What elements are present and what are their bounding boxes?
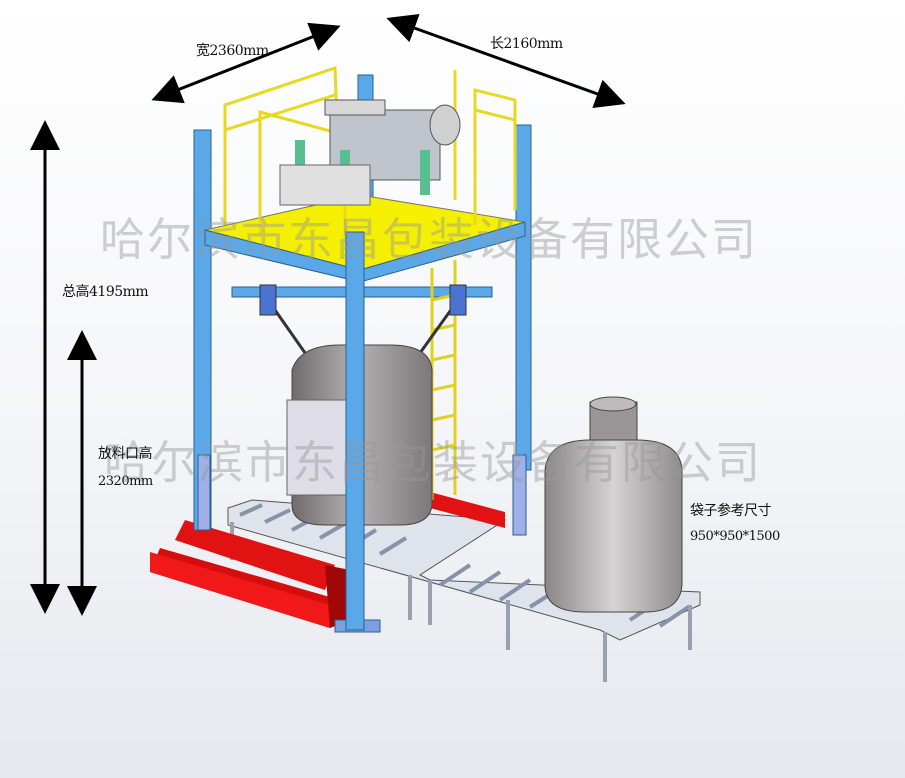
- length-label: 长2160mm: [490, 36, 563, 52]
- platform: [204, 194, 526, 283]
- length-arrow: [386, 14, 626, 108]
- watermark-middle: 哈尔滨市东昌包装设备有限公司: [104, 436, 763, 489]
- dimension-arrows: [30, 14, 626, 616]
- watermark-top: 哈尔滨市东昌包装设备有限公司: [100, 213, 759, 266]
- railings: [223, 65, 517, 245]
- width-label: 宽2360mm: [196, 43, 269, 59]
- filling-head-assembly: [279, 99, 461, 206]
- bag-size-title: 袋子参考尺寸: [690, 503, 772, 519]
- bulk-bag-filling: [286, 231, 433, 631]
- bag-hanging-arms: [259, 284, 467, 361]
- total-height-label: 总高4195mm: [62, 284, 149, 300]
- bag-size-value: 950*950*1500: [690, 529, 780, 544]
- red-steps: [150, 492, 505, 628]
- discharge-height-value: 2320mm: [98, 474, 153, 489]
- reference-bag: [544, 396, 683, 613]
- discharge-height-title: 放料口高: [98, 446, 153, 462]
- width-arrow: [151, 22, 341, 104]
